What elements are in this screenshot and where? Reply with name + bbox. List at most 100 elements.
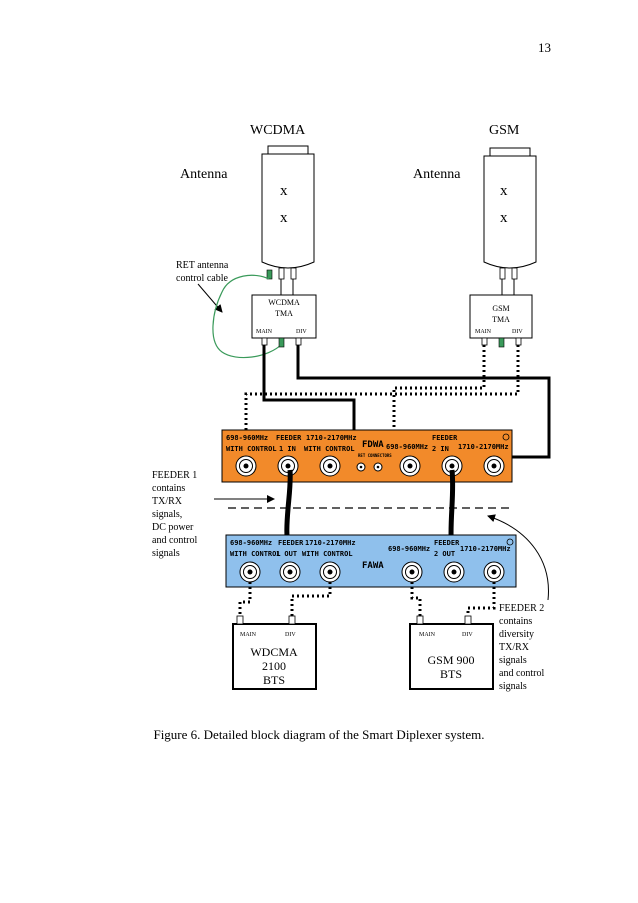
polarization-mark: x [280,183,288,199]
note-line: TX/RX [499,642,530,653]
fdwa-control-label: WITH CONTROL [226,445,277,453]
wcdma-antenna: x x [261,145,315,280]
wcdma-div-jumper [296,345,551,459]
ret-cable-label: control cable [176,273,228,284]
bts-name: BTS [263,673,285,687]
note-line: signals [499,681,527,692]
tma-name: GSM [492,304,509,313]
note-line: contains [152,483,185,494]
wcdma-main-bts-jumper [238,582,252,617]
fawa-name: FAWA [362,561,384,571]
polarization-mark: x [500,183,508,199]
fawa-feeder-label: 1 OUT [276,550,297,558]
polarization-mark: x [500,210,508,226]
bts-div-port-label: DIV [462,632,473,638]
fawa-feeder-label: FEEDER [434,539,460,547]
tma-main-port-label: MAIN [475,329,492,335]
gsm-div-bts-jumper [466,582,496,617]
feeder-2-note: FEEDER 2 contains diversity TX/RX signal… [499,603,544,692]
fdwa-control-label: WITH CONTROL [304,445,355,453]
note-line: DC power [152,522,194,533]
tma-name: TMA [492,315,510,324]
wcdma-title: WCDMA [250,123,306,138]
ret-cable-label: RET antenna [176,260,229,271]
fdwa-port [399,455,421,477]
fawa-band-label: 698-960MHz [388,545,430,553]
note-line: signals [152,548,180,559]
fdwa-port [483,455,505,477]
fawa-feeder-label: FEEDER [278,539,304,547]
bts-main-port-label: MAIN [419,632,436,638]
polarization-mark: x [280,210,288,226]
gsm-title: GSM [489,123,520,138]
fawa-feeder-label: 2 OUT [434,550,455,558]
feeder-2-arrow [487,514,549,601]
wcdma-tma: WCDMA TMA MAIN DIV [251,294,317,348]
note-line: signals, [152,509,182,520]
fdwa-feeder-label: 2 IN [432,445,449,453]
fdwa-band-label: 1710-2170MHz [458,443,509,451]
gsm-bts: MAIN DIV GSM 900 BTS [409,615,494,690]
fdwa-port [277,455,299,477]
fawa-unit: 698-960MHz WITH CONTROL FEEDER 1 OUT 171… [225,534,517,588]
gsm-antenna-label: Antenna [413,167,461,182]
fdwa-unit: 698-960MHz WITH CONTROL FEEDER 1 IN 1710… [221,429,513,483]
wcdma-bts: MAIN DIV WDCMA 2100 BTS [232,615,317,690]
fdwa-name: FDWA [362,440,384,450]
bts-name: 2100 [262,659,286,673]
fdwa-ret-port [373,462,383,472]
note-line: FEEDER 2 [499,603,544,614]
note-line: signals [499,655,527,666]
note-line: contains [499,616,532,627]
note-line: diversity [499,629,534,640]
ret-label-pointer [197,283,223,313]
page-number: 13 [538,40,551,55]
tma-name: WCDMA [268,298,300,307]
wcdma-antenna-label: Antenna [180,167,228,182]
fawa-control-label: WITH CONTROL [230,550,281,558]
fawa-control-label: WITH CONTROL [302,550,353,558]
feeder-1-note: FEEDER 1 contains TX/RX signals, DC powe… [152,470,197,559]
fdwa-feeder-label: FEEDER [276,434,302,442]
bts-name: BTS [440,667,462,681]
note-line: FEEDER 1 [152,470,197,481]
gsm-div-jumper [244,345,520,460]
fdwa-band-label: 698-960MHz [386,443,428,451]
fdwa-feeder-label: 1 IN [279,445,296,453]
fdwa-port [319,455,341,477]
fawa-port [279,561,301,583]
fdwa-ret-port [356,462,366,472]
fdwa-band-label: 1710-2170MHz [306,434,357,442]
fawa-port [401,561,423,583]
fawa-port [239,561,261,583]
fdwa-band-label: 698-960MHz [226,434,268,442]
fdwa-port [235,455,257,477]
wcdma-div-bts-jumper [290,582,332,617]
fawa-band-label: 698-960MHz [230,539,272,547]
fawa-band-label: 1710-2170MHz [460,545,511,553]
fdwa-feeder-label: FEEDER [432,434,458,442]
gsm-tma: GSM TMA MAIN DIV [469,294,533,348]
tma-div-port-label: DIV [512,329,523,335]
tma-name: TMA [275,309,293,318]
fdwa-ret-label: RET CONNECTORS [358,453,392,458]
bts-name: GSM 900 [427,653,474,667]
bts-name: WDCMA [250,645,298,659]
tma-main-port-label: MAIN [256,329,273,335]
fawa-port [443,561,465,583]
fawa-port [483,561,505,583]
note-line: and control [152,535,197,546]
wcdma-main-jumper [262,345,356,458]
bts-div-port-label: DIV [285,632,296,638]
figure-caption: Figure 6. Detailed block diagram of the … [153,727,485,742]
ret-antenna-control-cable [212,274,283,359]
fawa-band-label: 1710-2170MHz [305,539,356,547]
tma-div-port-label: DIV [296,329,307,335]
bts-main-port-label: MAIN [240,632,257,638]
note-line: TX/RX [152,496,183,507]
gsm-antenna: x x [483,147,537,280]
fdwa-port [441,455,463,477]
note-line: and control [499,668,544,679]
gsm-main-bts-jumper [410,582,422,617]
